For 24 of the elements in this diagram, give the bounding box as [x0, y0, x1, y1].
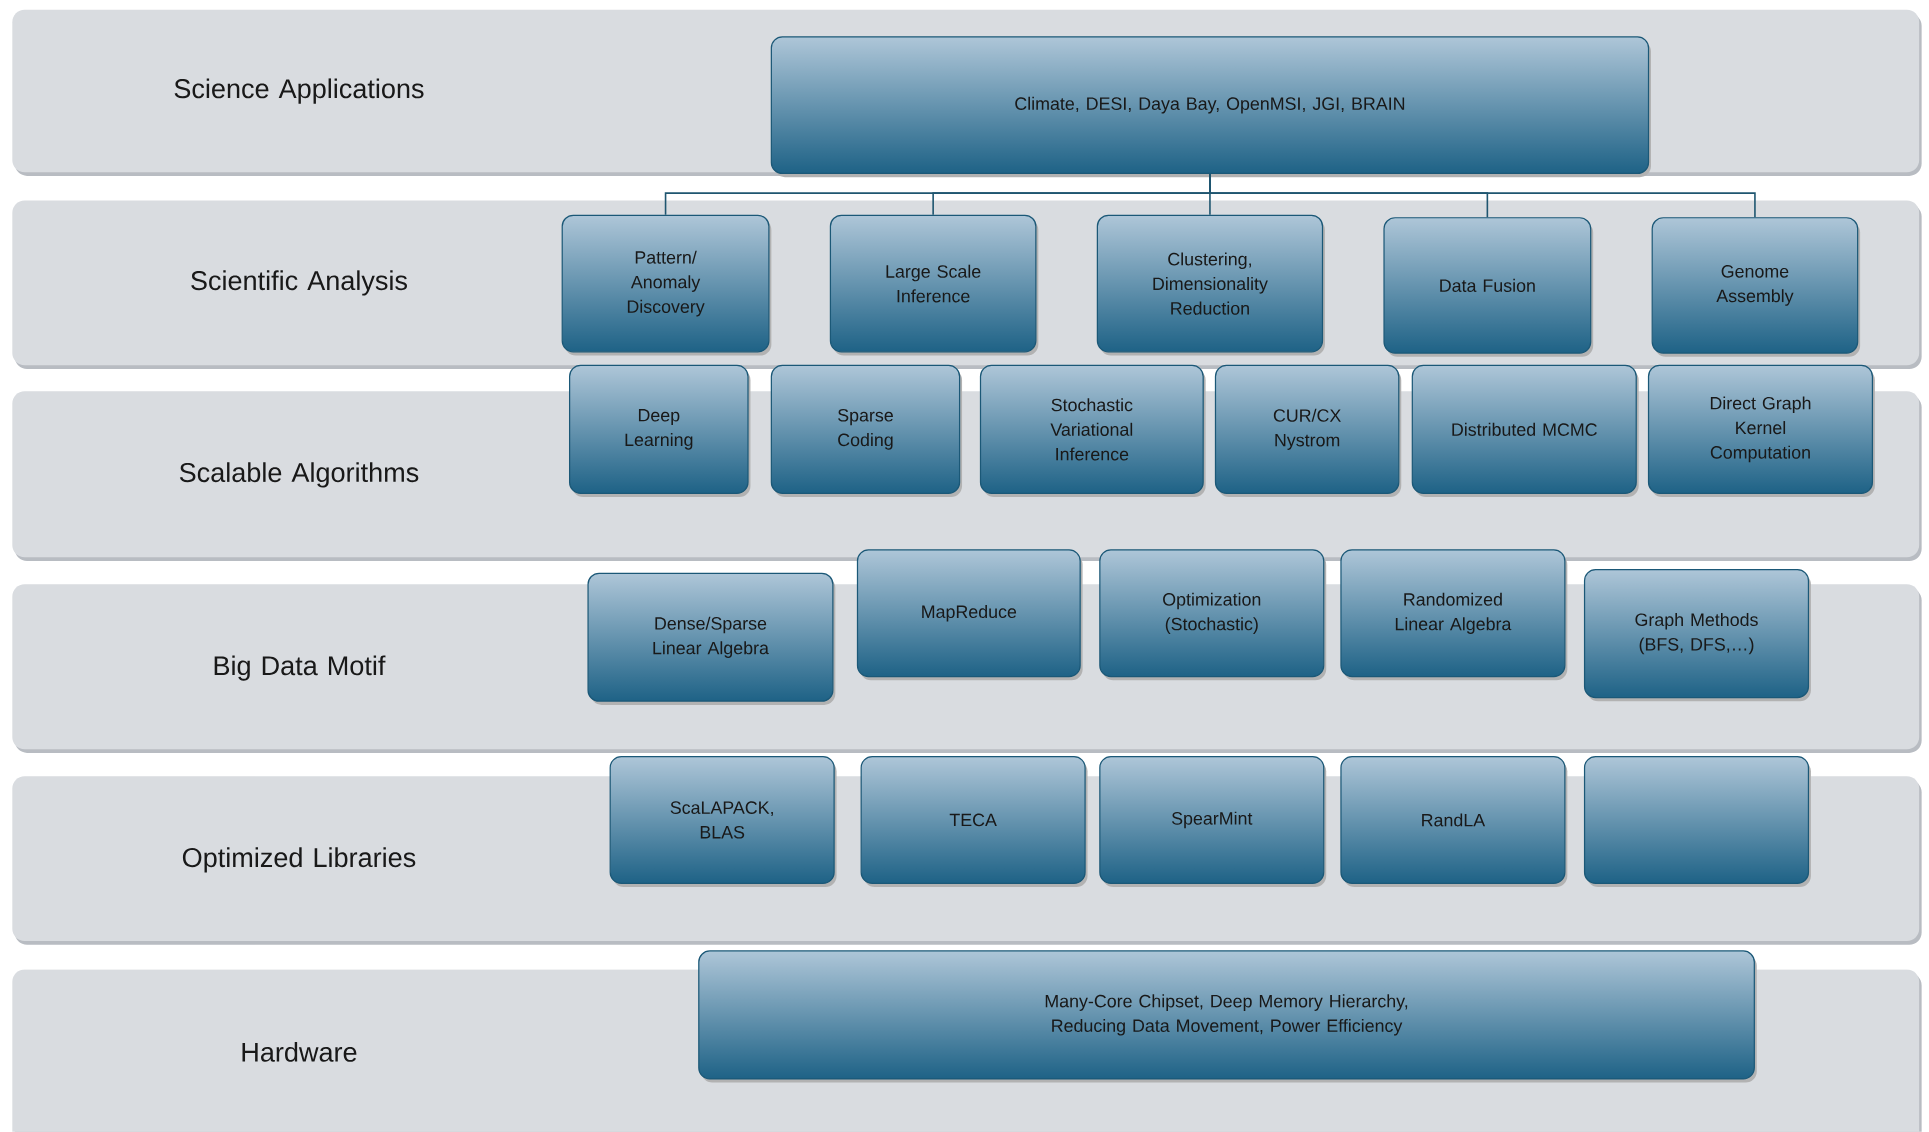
text-box: Pattern/ Anomaly Discovery: [561, 214, 772, 356]
text-box: ScaLAPACK, BLAS: [609, 756, 837, 888]
text-box: Optimization (Stochastic): [1099, 549, 1327, 681]
text-box: Stochastic Variational Inference: [979, 364, 1206, 498]
text-box: CUR/CX Nystrom: [1214, 364, 1402, 498]
text-box: SpearMint: [1099, 756, 1327, 888]
text-box: Distributed MCMC: [1411, 364, 1639, 498]
text-box: Sparse Coding: [770, 364, 963, 498]
text-box: MapReduce: [856, 549, 1083, 681]
empty-box: [1583, 756, 1811, 888]
text-box: Genome Assembly: [1651, 217, 1861, 357]
text-box: Deep Learning: [569, 364, 751, 498]
text-box: RandLA: [1340, 756, 1568, 888]
text-box: Climate, DESI, Daya Bay, OpenMSI, JGI, BRAIN: [770, 36, 1651, 178]
text-box: Data Fusion: [1383, 217, 1594, 357]
text-box: Large Scale Inference: [829, 214, 1039, 356]
text-box: Randomized Linear Algebra: [1340, 549, 1568, 681]
text-box: Clustering, Dimensionality Reduction: [1096, 214, 1325, 356]
text-box: Dense/Sparse Linear Algebra: [587, 572, 836, 705]
text-box: TECA: [860, 756, 1088, 888]
text-box: Graph Methods (BFS, DFS,…): [1583, 569, 1811, 702]
connector-line: [1209, 173, 1756, 219]
text-box: Many-Core Chipset, Deep Memory Hierarchy, Reducing Data Movement, Power Efficiency: [698, 950, 1757, 1083]
text-box: Direct Graph Kernel Computation: [1647, 364, 1875, 498]
